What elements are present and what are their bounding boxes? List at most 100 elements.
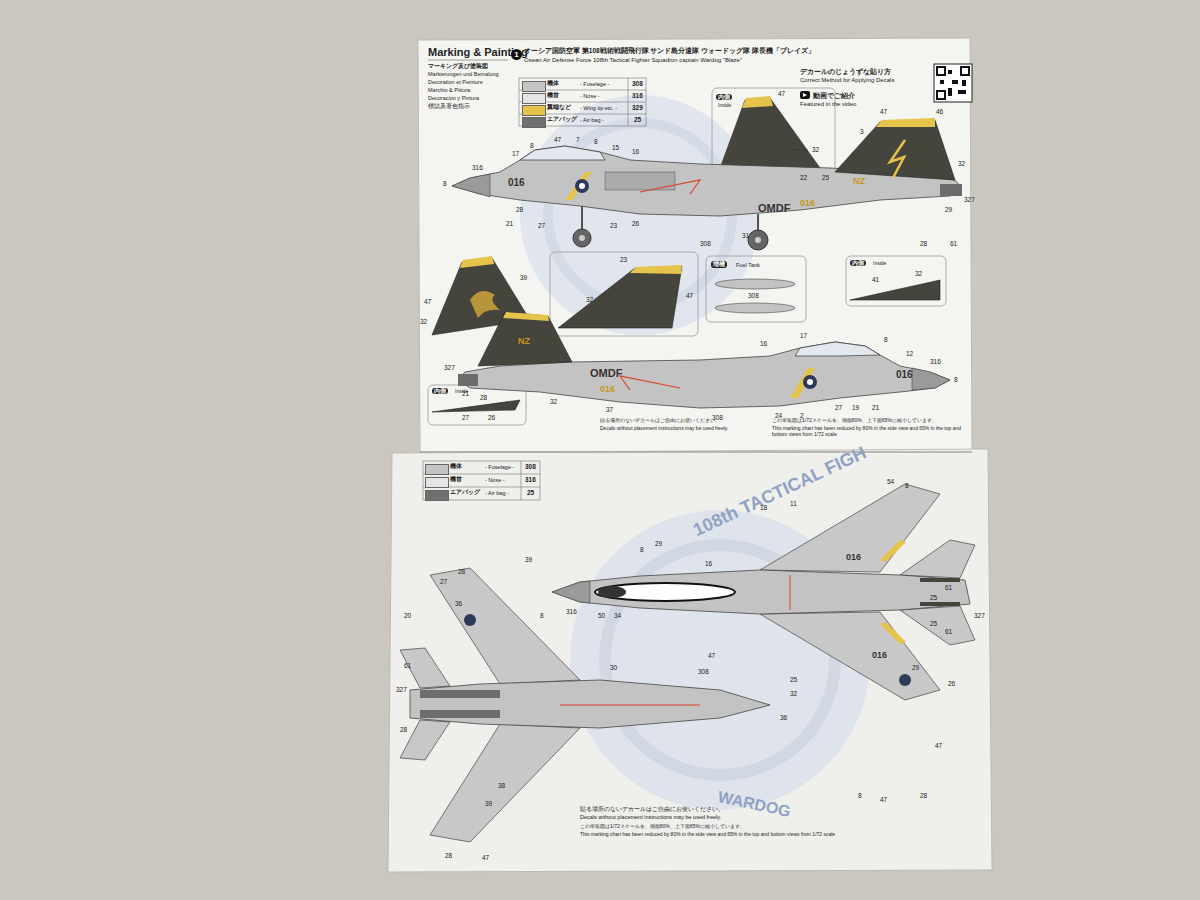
sheet-text: Marchio & Pittura (428, 87, 470, 93)
legend-text: 翼端など (547, 104, 571, 111)
callout-number: 32 (812, 146, 819, 153)
callout-number: 316 (525, 476, 536, 483)
callout-number: 016 (896, 369, 913, 381)
callout-number: 8 (858, 792, 862, 799)
callout-number: 308 (748, 292, 759, 299)
sheet-text: 動画でご紹介 (813, 92, 855, 99)
callout-number: 47 (935, 742, 942, 749)
aircraft-bottom-view-part (400, 720, 450, 760)
aircraft-bottom-view-part (410, 680, 770, 728)
qr-code-part (938, 68, 944, 74)
sheet-text: Decals without placement instructions ma… (580, 814, 721, 820)
aircraft-side-view-part (452, 174, 490, 197)
header-rule (428, 60, 508, 61)
aircraft-side-view (452, 118, 962, 250)
aircraft-top-view-part (880, 622, 906, 644)
callout-number: 327 (964, 196, 975, 203)
callout-number: 327 (444, 364, 455, 371)
callout-number: 19 (852, 404, 859, 411)
callout-number: 25 (790, 676, 797, 683)
callout-number: 29 (912, 664, 919, 671)
callout-number: 21 (462, 390, 469, 397)
callout-number: 38 (498, 782, 505, 789)
sheet-text: 内側 (432, 388, 448, 394)
aircraft-top-view-part (760, 612, 940, 700)
sheet-text: この塗装図は1/72スケールを、側面80%、上下面65%に縮小しています。 (580, 824, 745, 830)
play-icon (800, 91, 810, 99)
sheet-text: Featured in the video (800, 101, 856, 108)
aircraft-side-view-2-part (620, 376, 680, 390)
legend-text: 機首 (450, 476, 462, 483)
sheet-text: WARDOG (716, 788, 792, 821)
callout-number: 26 (488, 414, 495, 421)
aircraft-side-view-part (565, 172, 592, 200)
callout-number: 7 (576, 136, 580, 143)
qr-code-part (962, 68, 968, 74)
callout-number: 46 (936, 108, 943, 115)
inset-frame-part (706, 256, 806, 322)
sheet-text: 貼る場所のないデカールはご自由にお使いください。 (600, 418, 720, 424)
sheet-text: 増槽 (711, 261, 727, 268)
callout-number: 016 (800, 198, 815, 208)
color-swatch (425, 490, 449, 501)
aircraft-side-view-part (876, 118, 935, 127)
aircraft-side-view-2-part (458, 374, 478, 386)
color-table-part (423, 461, 540, 500)
aircraft-side-view-part (579, 235, 585, 241)
aircraft-side-view-part (575, 179, 589, 193)
fin-inset-part (850, 280, 940, 300)
sheet-text: Decals without placement instructions ma… (600, 426, 728, 432)
tail-inset-inner-2-part (558, 266, 682, 328)
callout-number: 32 (958, 160, 965, 167)
aircraft-top-view-part (552, 581, 590, 603)
qr-code (934, 64, 972, 102)
aircraft-top-view-part (598, 586, 626, 598)
callout-number: 25 (822, 174, 829, 181)
callout-number: 32 (420, 318, 427, 325)
callout-number: 17 (800, 332, 807, 339)
aircraft-side-view-2-part (503, 312, 549, 321)
callout-number: 18 (760, 504, 767, 511)
aircraft-side-view-part (581, 206, 583, 230)
callout-number: 8 (905, 482, 909, 489)
callout-number: 8 (954, 376, 958, 383)
sheet-text: Markierungen und Bemalung (428, 71, 499, 77)
aircraft-top-view-part (790, 575, 791, 610)
qr-code-part (962, 80, 966, 86)
callout-number: 27 (835, 404, 842, 411)
callout-number: 8 (443, 180, 447, 187)
paper-sheet-part (420, 451, 972, 453)
aircraft-side-view-part (835, 120, 955, 180)
aircraft-side-view-2-part (912, 368, 950, 390)
callout-number: 54 (887, 478, 894, 485)
sheet-text: この塗装図は1/72スケールを、側面80%、上下面65%に縮小しています。 (772, 418, 937, 424)
callout-number: 32 (790, 690, 797, 697)
aircraft-side-view-part (757, 214, 759, 231)
aircraft-bottom-view-part (560, 705, 700, 706)
sheet-text: NZ (518, 336, 530, 346)
callout-number: 47 (482, 854, 489, 861)
callout-number: 28 (458, 568, 465, 575)
aircraft-bottom-view-part (430, 568, 580, 684)
qr-code-part (948, 70, 952, 74)
callout-number: 308 (700, 240, 711, 247)
color-swatch (522, 105, 546, 116)
aircraft-side-view-part (940, 184, 962, 196)
callout-number: 61 (945, 628, 952, 635)
color-swatch (425, 464, 449, 475)
callout-number: 8 (540, 612, 544, 619)
callout-number: 23 (610, 222, 617, 229)
callout-number: 25 (634, 116, 641, 123)
callout-number: 27 (440, 578, 447, 585)
color-swatch (522, 93, 546, 104)
callout-number: 28 (480, 394, 487, 401)
header-rule-part (428, 60, 508, 61)
fuel-tank-part (715, 279, 795, 289)
sheet-text: - Nose - (580, 93, 600, 99)
callout-number: 36 (780, 714, 787, 721)
fuel-tank (715, 279, 795, 313)
sheet-text: - Fuselage - (485, 464, 514, 470)
callout-number: 47 (686, 292, 693, 299)
